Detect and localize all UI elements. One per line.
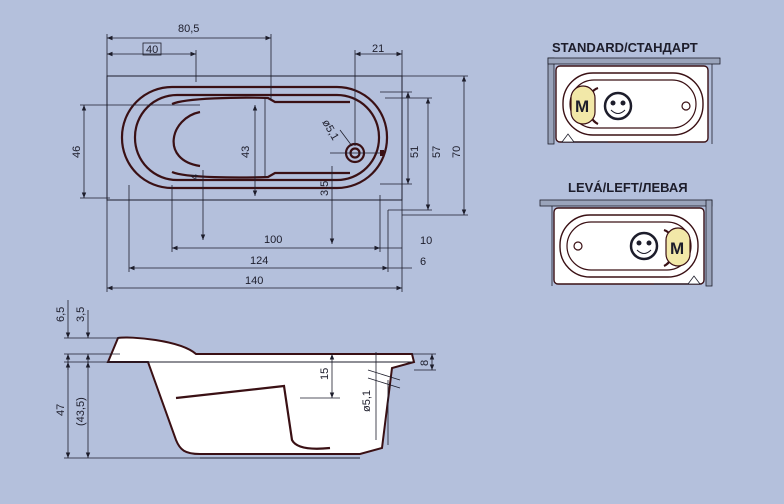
side-view: 6,5 3,5 47 (43,5) 15 ø5,1 8 <box>55 300 436 459</box>
dim-100: 100 <box>264 234 282 246</box>
left-label: LEVÁ/LEFT/ЛЕВАЯ <box>568 180 688 195</box>
dim-124: 124 <box>250 255 268 267</box>
dim-21: 21 <box>372 43 384 55</box>
left-face-icon <box>629 231 659 261</box>
dim-57: 57 <box>431 146 443 158</box>
dim-3-5: 3,5 <box>319 181 331 196</box>
backrest-bottom <box>171 170 350 179</box>
left-m-badge: M <box>670 239 684 258</box>
backrest-top <box>171 96 350 106</box>
dim-70: 70 <box>451 146 463 158</box>
dim-overflow-diameter: ø5,1 <box>361 390 373 412</box>
dim-drain-diameter: ø5,1 <box>319 118 340 143</box>
standard-label: STANDARD/СТАНДАРТ <box>552 40 698 55</box>
left-drain-icon <box>573 241 583 251</box>
dim-10: 10 <box>420 235 432 247</box>
plan-view: 80,5 40 21 46 43 ø5,1 3,5 4 51 <box>71 23 468 292</box>
standard-face-icon <box>603 91 633 121</box>
tub-side-profile <box>106 336 416 455</box>
dim-3-5-side: 3,5 <box>75 307 87 322</box>
dim-47: 47 <box>55 404 67 416</box>
tub-side-inner <box>175 384 331 450</box>
dim-8: 8 <box>419 360 431 366</box>
dim-43-5: (43,5) <box>75 397 87 426</box>
dim-6-5: 6,5 <box>55 307 67 322</box>
seat-curve <box>172 110 201 168</box>
dim-46: 46 <box>71 146 83 158</box>
dim-51: 51 <box>409 146 421 158</box>
dim-80-5: 80,5 <box>178 23 199 35</box>
tub-rim-outline <box>106 75 403 201</box>
dim-15: 15 <box>319 368 331 380</box>
standard-m-badge: M <box>575 97 589 116</box>
tub-basin-inner <box>133 93 381 182</box>
dim-43: 43 <box>240 146 252 158</box>
variant-left: LEVÁ/LEFT/ЛЕВАЯ M <box>539 180 713 287</box>
dim-4: 4 <box>189 174 201 180</box>
dim-6: 6 <box>420 256 426 268</box>
variant-standard: STANDARD/СТАНДАРТ M <box>547 40 721 145</box>
dim-40: 40 <box>146 44 158 56</box>
dim-140: 140 <box>245 275 263 287</box>
standard-drain-icon <box>681 101 691 111</box>
